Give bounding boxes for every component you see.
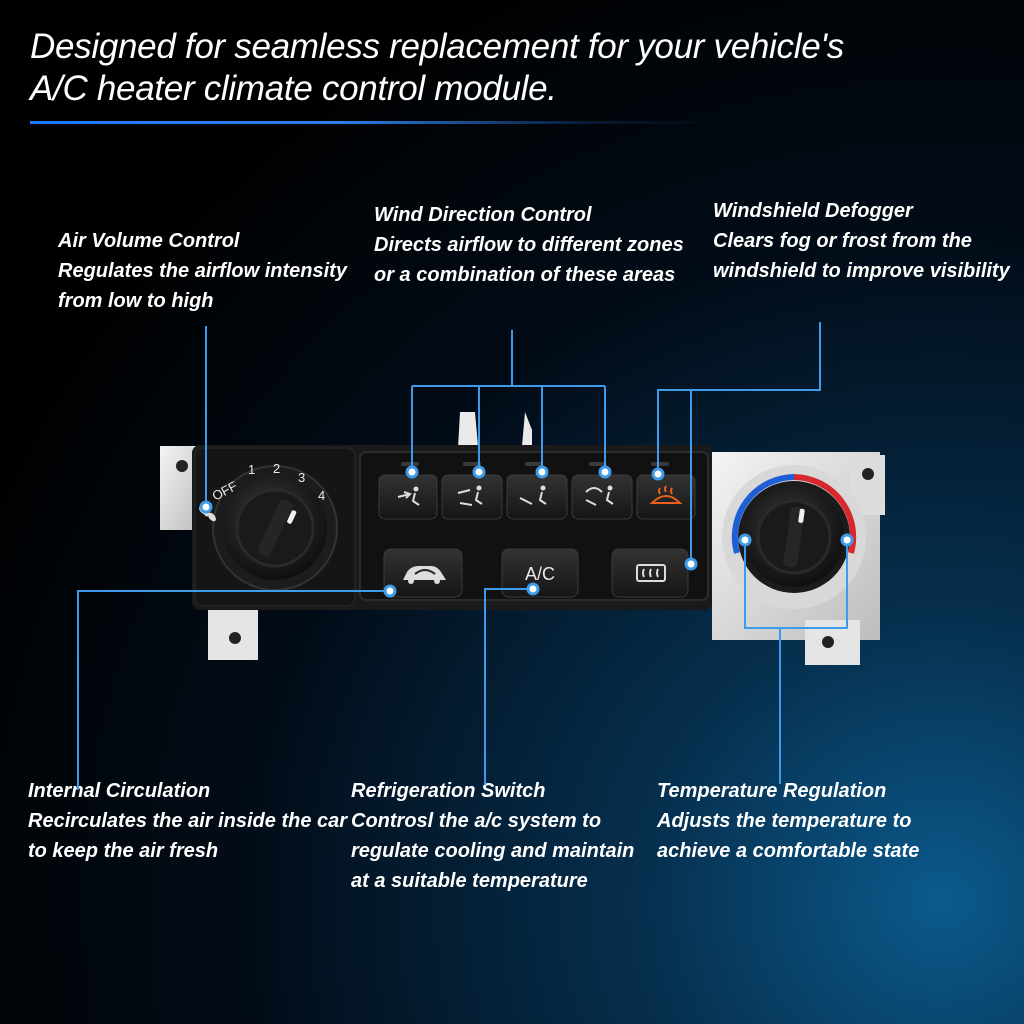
- callout-title: Wind Direction Control: [374, 204, 592, 226]
- vent-floor-button[interactable]: [506, 474, 568, 520]
- rear-defrost-icon: [636, 564, 666, 582]
- rear-defrost-button[interactable]: [611, 548, 689, 598]
- callout-description: Directs airflow to different zones or a …: [374, 234, 684, 286]
- fan-label-1: 1: [248, 462, 255, 477]
- callout-title: Air Volume Control: [58, 230, 240, 252]
- fan-speed-knob[interactable]: [212, 465, 338, 591]
- vent-floor-defrost-button[interactable]: [571, 474, 633, 520]
- indicator-leds: [401, 462, 669, 466]
- leader-internal-circulation: [77, 590, 390, 790]
- callout-dots: [199, 465, 854, 598]
- callout-title: Internal Circulation: [28, 780, 211, 802]
- callout-description: Adjusts the temperature to achieve a com…: [657, 810, 920, 862]
- vent-bilevel-button[interactable]: [441, 474, 503, 520]
- callout-title: Temperature Regulation: [657, 780, 887, 802]
- temperature-knob[interactable]: [722, 465, 866, 609]
- recirculation-button[interactable]: [383, 548, 463, 598]
- vent-face-button[interactable]: [378, 474, 438, 520]
- knob-pointer: [287, 510, 297, 524]
- headline-line-2: A/C heater climate control module.: [30, 69, 557, 108]
- callout-title: Refrigeration Switch: [351, 780, 546, 802]
- vent-bilevel-icon: [457, 485, 483, 506]
- ac-button-label: A/C: [525, 564, 555, 584]
- headline-underline: [30, 121, 720, 124]
- callout-description: Clears fog or frost from the windshield …: [713, 230, 1010, 282]
- leader-defogger: [657, 322, 821, 562]
- leader-temperature: [744, 540, 848, 784]
- vent-floor-icon: [519, 485, 547, 505]
- ac-button[interactable]: A/C: [501, 548, 579, 598]
- callout-wind-direction: Wind Direction Control Directs airflow t…: [374, 200, 694, 290]
- callout-air-volume: Air Volume Control Regulates the airflow…: [58, 226, 368, 316]
- knob-pointer: [798, 508, 805, 523]
- callout-lines: [77, 322, 848, 790]
- vent-face-icon: [397, 486, 420, 506]
- fan-label-3: 3: [298, 470, 305, 485]
- fan-label-4: 4: [318, 488, 325, 503]
- headline-line-1: Designed for seamless replacement for yo…: [30, 27, 844, 66]
- callout-description: Regulates the airflow intensity from low…: [58, 260, 347, 312]
- headline: Designed for seamless replacement for yo…: [30, 26, 990, 110]
- front-defrost-icon: [649, 485, 683, 504]
- fan-label-2: 2: [273, 461, 280, 476]
- callout-description: Recirculates the air inside the car to k…: [28, 810, 348, 862]
- front-defrost-button[interactable]: [636, 474, 696, 520]
- leader-wind-direction: [411, 330, 606, 470]
- vent-floor-defrost-icon: [585, 485, 614, 506]
- leader-refrigeration: [484, 588, 533, 785]
- callout-refrigeration-switch: Refrigeration Switch Controsl the a/c sy…: [351, 776, 641, 896]
- callout-windshield-defogger: Windshield Defogger Clears fog or frost …: [713, 196, 1013, 286]
- recirculation-car-icon: [403, 566, 446, 584]
- callout-description: Controsl the a/c system to regulate cool…: [351, 810, 635, 892]
- callout-title: Windshield Defogger: [713, 200, 913, 222]
- callout-temperature-regulation: Temperature Regulation Adjusts the tempe…: [657, 776, 987, 866]
- callout-internal-circulation: Internal Circulation Recirculates the ai…: [28, 776, 348, 866]
